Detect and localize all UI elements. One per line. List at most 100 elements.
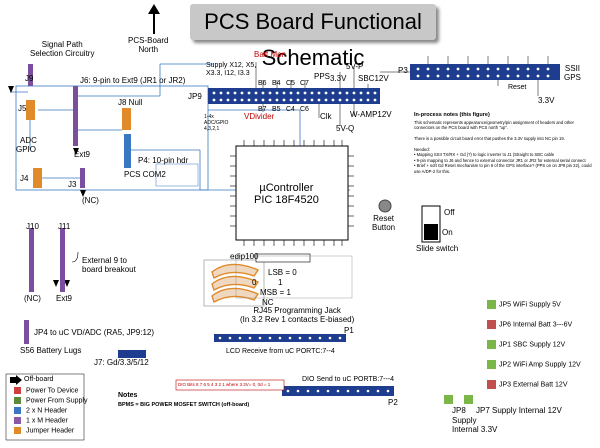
j5-jumper: [26, 100, 35, 120]
power-jp3: JP3 External Batt 12V: [487, 380, 567, 389]
j6-header: [73, 86, 78, 146]
power-jp6-text: JP6 Internal Batt 3---6V: [499, 321, 573, 329]
clk-label: Clk: [320, 112, 332, 121]
batt-mon-label: Batt Mon: [254, 50, 287, 59]
power-swatch-jp3: [487, 380, 496, 389]
legend-2xn-text: 2 x N Header: [26, 407, 68, 415]
legend-jumper-text: Jumper Header: [26, 427, 75, 435]
b7-label: B7: [258, 106, 267, 113]
p4-label: P4: 10-pin hdr: [138, 156, 189, 165]
j8-jumper: [122, 108, 131, 130]
dio-send-label: DIO Send to uC PORTB:7---4: [302, 376, 395, 383]
jp7-square: [464, 395, 473, 404]
legend-power-from-supply-text: Power From Supply: [26, 397, 88, 405]
off-label: Off: [444, 208, 455, 217]
nc-label-b: (NC): [24, 294, 41, 303]
ucontroller-label: µController PIC 18F4520: [254, 182, 319, 206]
b4-label: B4: [272, 80, 281, 87]
power-jp2-text: JP2 WiFi Amp Supply 12V: [499, 361, 581, 369]
power-jp1: JP1 SBC Supply 12V: [487, 340, 565, 349]
ssii-label: SSII GPS: [564, 64, 581, 82]
rj45-jack: [255, 253, 311, 263]
ext9-label-a: Ext9: [74, 150, 91, 159]
jp7-label: JP7 Supply Internal 12V: [476, 406, 562, 415]
j10-label: J10: [26, 222, 39, 231]
reset-button-label: Reset Button: [372, 214, 396, 232]
lsb-label: LSB = 0: [268, 268, 297, 277]
msb-label: MSB = 1: [260, 288, 291, 297]
inprocess-title: In-process notes (this figure): [414, 112, 490, 118]
pcs-com2-label: PCS COM2: [124, 170, 166, 179]
notes-text: BPMS = BIG POWER MOSFET SWITCH (off-boar…: [118, 402, 250, 408]
lcd-receive-label: LCD Receive from uC PORTC:7--4: [226, 348, 335, 355]
inprocess-body: This schematic represents appearance/geo…: [414, 120, 592, 174]
legend-power-from-supply: Power From Supply: [14, 397, 87, 405]
j6-label: J6: 9-pin to Ext9 (JR1 or JR2): [80, 76, 186, 85]
reset-small-label: Reset: [508, 84, 527, 91]
legend-2xn: 2 x N Header: [14, 407, 67, 415]
on-label: On: [442, 228, 453, 237]
adc-gpio-label: 1-4x ADC/GPIO 4,3,2,1: [204, 114, 229, 132]
p3-label: P3: [398, 66, 408, 75]
legend-1xm-text: 1 x M Header: [26, 417, 69, 425]
reset-button-icon: [378, 199, 392, 213]
nc-label-c: NC: [262, 298, 274, 307]
title-box: PCS Board Functional Schematic: [190, 4, 436, 70]
pps-label: PPS: [314, 72, 331, 81]
jp4-header: [24, 320, 29, 344]
legend-1xm: 1 x M Header: [14, 417, 68, 425]
bit0-label: 0: [252, 278, 257, 287]
power-jp3-text: JP3 External Batt 12V: [499, 381, 568, 389]
edip-switch-icons: [211, 263, 260, 304]
legend-swatch-purple: [14, 417, 21, 424]
j4-jumper: [33, 168, 42, 188]
p3-header: [410, 64, 560, 80]
microcontroller-chip: [235, 145, 349, 241]
legend-offboard-text: Off-board: [24, 376, 54, 383]
sbc12v-label: SBC12V: [358, 74, 389, 83]
j9-label: J9: [25, 74, 34, 83]
vdivider-label: VDivider: [244, 112, 275, 121]
j3-header: [80, 168, 85, 188]
j9-header: [28, 64, 33, 86]
legend-jumper: Jumper Header: [14, 427, 74, 435]
slide-switch-label: Slide switch: [416, 244, 459, 253]
external9-label: External 9 to board breakout: [82, 256, 136, 274]
power-swatch-jp5: [487, 300, 496, 309]
b6-label: B6: [258, 80, 267, 87]
j11-label: J11: [58, 222, 71, 231]
north-arrow-icon: [148, 4, 160, 34]
legend-swatch-red: [14, 387, 21, 394]
rj45-label: RJ45 Programming Jack (In 3.2 Rev 1 cont…: [240, 306, 355, 324]
pin-label-box: [155, 163, 199, 187]
j3-label: J3: [68, 180, 77, 189]
c6-label: C6: [300, 106, 309, 113]
supply-internal-label: Supply Internal 3.3V: [452, 416, 498, 434]
power-jp5-text: JP5 WiFi Supply 5V: [499, 301, 561, 309]
legend-swatch-orange: [14, 427, 21, 434]
j11-header: [60, 228, 65, 292]
v33-label: 3.3V: [330, 74, 347, 83]
c4-label: C4: [286, 106, 295, 113]
j5-label: J5: [18, 104, 27, 113]
dio-bits-box: [175, 379, 285, 391]
v33b-label: 3.3V: [538, 96, 555, 105]
legend-swatch-blue: [14, 407, 21, 414]
c7-label: C7: [300, 80, 309, 87]
p4-header: [124, 134, 131, 168]
c5-label: C5: [286, 80, 295, 87]
s56-label: S56 Battery Lugs: [20, 346, 82, 355]
jp9-label: JP9: [188, 92, 202, 101]
offboard-arrow-icon: [10, 375, 22, 385]
legend-swatch-green: [14, 397, 21, 404]
jp8-label: JP8: [452, 406, 466, 415]
signal-path-label: Signal Path Selection Circuitry: [30, 40, 95, 58]
offboard-arrow-icons: [8, 86, 86, 287]
jp9-header: [208, 88, 380, 104]
power-jp5: JP5 WiFi Supply 5V: [487, 300, 561, 309]
dio-bits-label: DIO Bits 8 7 6 5 4 3 2 1 where 3.3V= 0, …: [178, 382, 271, 387]
nc-label-a: (NC): [82, 196, 99, 205]
p1-label: P1: [344, 326, 354, 335]
power-jp1-text: JP1 SBC Supply 12V: [499, 341, 566, 349]
